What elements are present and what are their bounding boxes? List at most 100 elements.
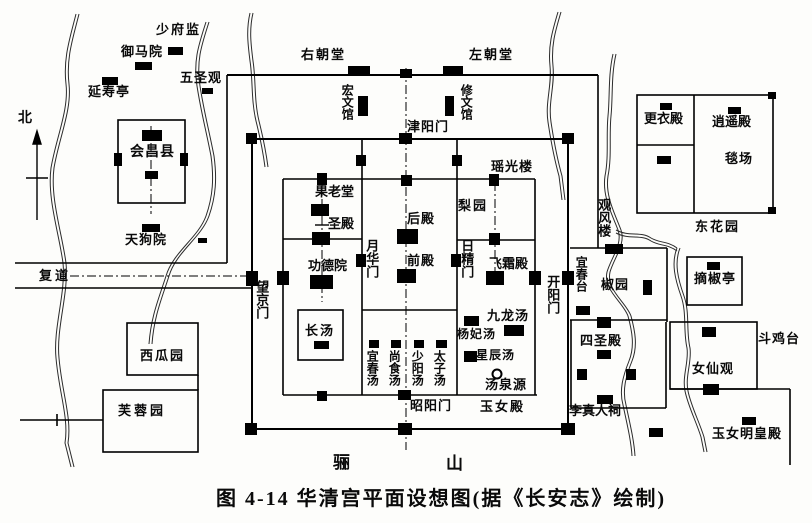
liyuan-label: 梨园 xyxy=(458,198,489,213)
shaofujian-block xyxy=(168,47,183,55)
tower xyxy=(452,155,462,166)
corner-tick xyxy=(768,92,776,99)
jiaoyuan-south-gate xyxy=(597,317,611,328)
yaoguanglou-tower xyxy=(489,174,499,186)
xiaoyaodian-block xyxy=(728,107,741,114)
yaoguanglou-label: 瑶光楼 xyxy=(491,159,534,174)
lizhenrenci-label: 李真人祠 xyxy=(569,403,622,418)
kaiyangmen-inner-gate xyxy=(529,271,541,285)
huichangxian-label: 会昌县 xyxy=(130,145,175,160)
gengyidian-block xyxy=(660,103,672,110)
shengdian-block xyxy=(312,232,330,245)
yichuntang-block xyxy=(369,340,379,348)
yunvminghuangdian-label: 玉女明皇殿 xyxy=(712,426,783,441)
hongwenguan-block xyxy=(358,96,368,116)
youchaotang-label: 右朝堂 xyxy=(301,47,347,62)
tiangouyuan-block xyxy=(142,224,160,232)
huichang-tower-west xyxy=(114,153,122,166)
lishan-shan-label: 山 xyxy=(446,454,463,473)
zhaijiaoting-wall xyxy=(686,256,743,306)
yanshouting-block xyxy=(102,77,118,85)
rivers xyxy=(49,11,708,468)
jiaoyuan-label: 椒园 xyxy=(601,277,630,292)
kaiyangmen-label: 开阳门 xyxy=(545,275,561,314)
sishengdian-block xyxy=(597,350,611,359)
jinyangmen-label: 津阳门 xyxy=(407,119,450,134)
nvxianguan-gate xyxy=(703,384,719,395)
jiaoyuan-block xyxy=(643,280,652,295)
south-gate xyxy=(398,423,412,435)
palace-se-corner xyxy=(561,423,575,435)
yangfeitang-block xyxy=(464,316,479,326)
tiangouyuan-label: 天狗院 xyxy=(125,232,168,247)
taizitang-block xyxy=(436,340,447,348)
small-block xyxy=(626,369,636,380)
xiguayuan-label: 西瓜园 xyxy=(140,348,186,363)
houdian-label: 后殿 xyxy=(407,211,436,226)
nvxianguan-block xyxy=(702,327,716,337)
yangfeitang-label: 杨妃汤 xyxy=(457,327,497,341)
xiguayuan-wall xyxy=(126,322,199,376)
tower xyxy=(317,173,327,185)
yunvminghuangdian-block xyxy=(742,417,756,425)
gengyidian-label: 更衣殿 xyxy=(644,111,684,126)
qiandian-block xyxy=(397,269,416,283)
youchaotang-block xyxy=(348,66,370,74)
forecourt-gate-block xyxy=(400,69,412,78)
taizitang-label: 太子汤 xyxy=(432,350,447,386)
nvxianguan-label: 女仙观 xyxy=(692,361,735,376)
east-compound-wall xyxy=(636,94,774,214)
river-east xyxy=(603,53,708,457)
wushengguan-block xyxy=(202,88,213,94)
north-label: 北 xyxy=(18,111,32,126)
guanfenglou-label: 观风楼 xyxy=(596,198,612,237)
furongyuan-label: 芙蓉园 xyxy=(118,403,167,418)
wangjingmen-label: 望京门 xyxy=(254,280,270,319)
east-compound-block xyxy=(657,156,671,164)
zuochaotang-block xyxy=(443,66,463,74)
huichang-tower-east xyxy=(180,153,188,166)
palace-sw-corner xyxy=(245,423,257,435)
jiulongtang-block xyxy=(504,325,524,336)
building-blocks xyxy=(102,47,776,437)
fudao-label: 复道 xyxy=(39,268,72,283)
small-block xyxy=(649,428,663,437)
small-block xyxy=(577,369,587,380)
yumayuan-label: 御马院 xyxy=(121,44,164,59)
jiulongtang-label: 九龙汤 xyxy=(487,308,530,323)
yichuntai-label: 宜春台 xyxy=(574,256,589,292)
guolaotang-block xyxy=(311,204,329,216)
rijingmen-label: 日精门 xyxy=(459,239,475,278)
houdian-block xyxy=(397,229,418,244)
north-arrow xyxy=(26,128,48,220)
xiuwenguan-block xyxy=(445,96,454,116)
xingchentang-block xyxy=(464,351,477,362)
rijingmen-gate xyxy=(451,254,461,267)
yanshouting-label: 延寿亭 xyxy=(88,84,131,99)
river-northeast xyxy=(546,11,566,201)
shangshitang-block xyxy=(391,340,401,348)
qiandian-label: 前殿 xyxy=(407,253,436,268)
palace-ne-corner xyxy=(562,133,574,144)
wangjingmen-gate xyxy=(246,271,258,286)
corner-tick xyxy=(768,207,776,214)
tangquanyuan-spring-circle xyxy=(491,368,503,380)
hongwenguan-label: 宏文馆 xyxy=(340,84,355,120)
yichuntai-block xyxy=(576,306,590,315)
donghuayuan-label: 东花园 xyxy=(695,219,741,234)
changtang-block xyxy=(314,341,329,349)
gongdeyuan-label: 功德院 xyxy=(308,258,348,273)
lishan-li-label: 骊 xyxy=(333,453,350,472)
gongdeyuan-block xyxy=(310,275,333,289)
xiaoyaodian-label: 逍遥殿 xyxy=(712,114,752,129)
yumayuan-block xyxy=(135,62,152,70)
river-northgate xyxy=(247,12,269,168)
river-mid xyxy=(148,21,217,345)
zhaijiaoting-label: 摘椒亭 xyxy=(694,271,737,286)
tower xyxy=(356,155,366,166)
huichang-hall-south xyxy=(145,171,158,179)
xiuwenguan-label: 修文馆 xyxy=(459,84,474,120)
feishuangdian-block xyxy=(486,271,504,285)
